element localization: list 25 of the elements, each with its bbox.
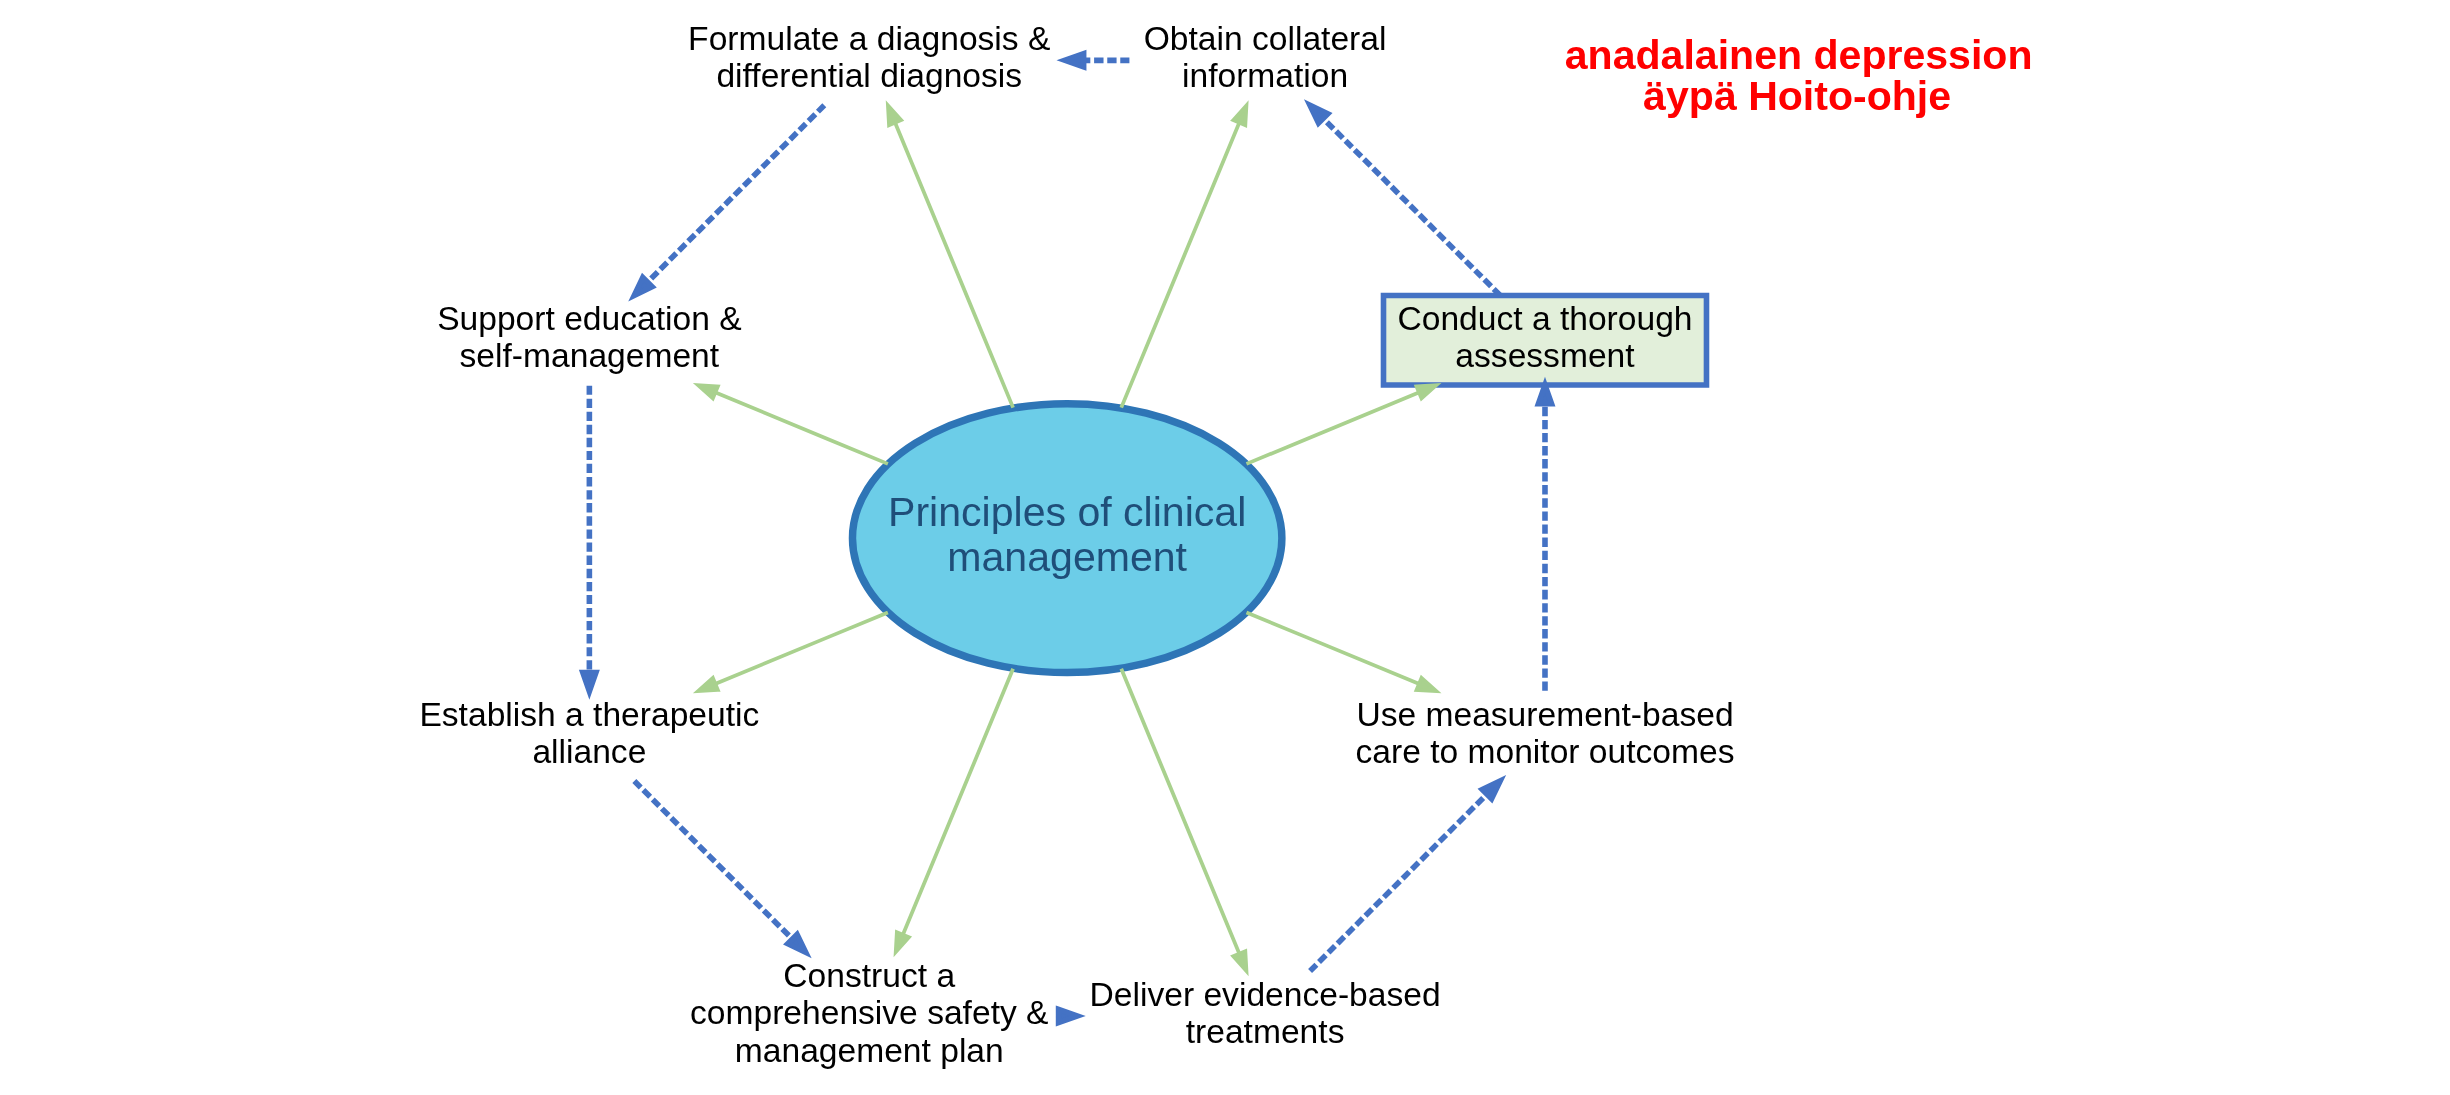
arrow [632,779,812,959]
arrow [628,103,827,302]
arrow [1245,383,1442,466]
node-box: Conduct a thorough assessment [1380,292,1710,388]
arrow [692,610,889,694]
node-text: Deliver evidence-based treatments [1089,975,1441,1050]
arrow [1056,49,1130,71]
arrow [1245,610,1442,694]
node-text: Establish a therapeutic alliance [419,695,760,770]
node-text: Support education & self-management [437,299,742,375]
label: anadalainen depression äypä Hoito-ohje [1564,31,2033,119]
arrow [1119,668,1249,977]
arrow [885,100,1015,409]
arrow [692,383,889,466]
arrow [1119,100,1249,409]
node-text: Construct a comprehensive safety & management plan [690,956,1049,1069]
node-ellipse: Principles of clinical management [848,400,1286,677]
node-text: Use measurement-based care to monitor outcomes [1355,695,1735,770]
node-text: Obtain collateral information [1143,19,1387,95]
arrow [1308,774,1507,973]
node-text: Formulate a diagnosis & differential diagnosis [688,19,1051,95]
arrow [578,385,600,700]
arrow [1534,376,1556,691]
arrow [893,668,1015,958]
arrow [1055,1005,1086,1027]
